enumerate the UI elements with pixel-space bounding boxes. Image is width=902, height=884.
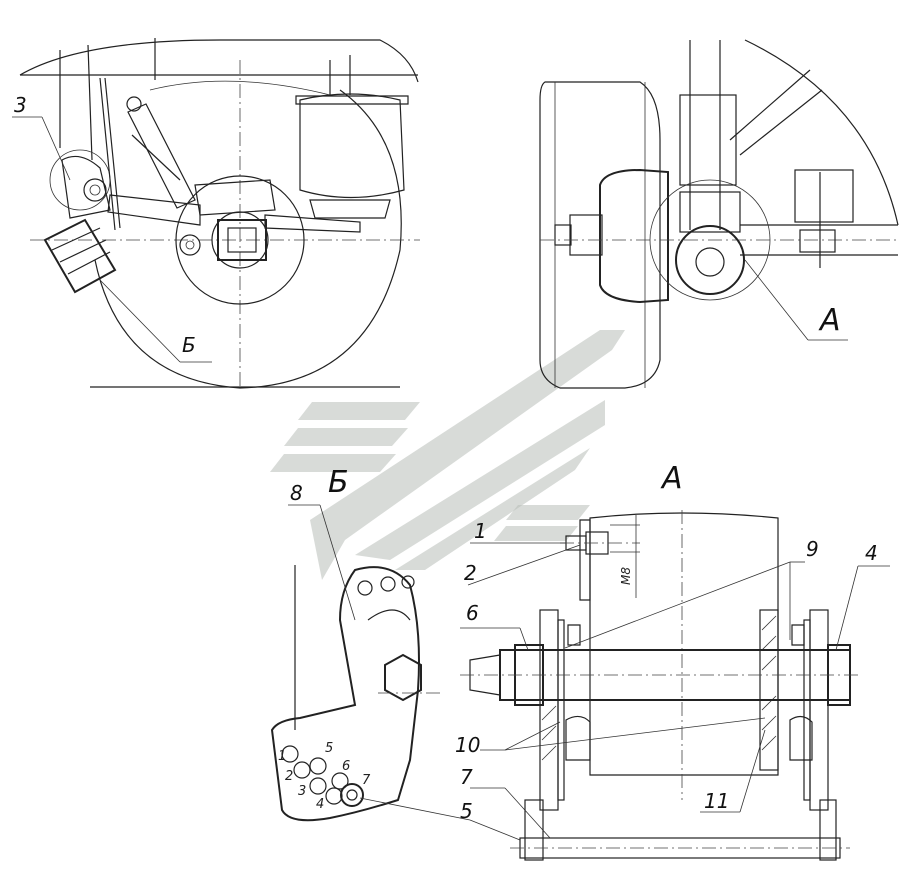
thread-dimension: M8 — [619, 567, 633, 585]
callout-9: 9 — [806, 537, 819, 561]
tightening-order-7: 7 — [362, 773, 371, 788]
watermark-logo — [270, 330, 625, 580]
callout-10: 10 — [455, 733, 480, 757]
rear-view-suspension — [539, 39, 899, 389]
callout-4: 4 — [865, 541, 878, 565]
tightening-order-1: 1 — [278, 749, 286, 764]
view-b-title: Б — [328, 465, 349, 500]
tightening-order-2: 2 — [285, 769, 293, 784]
section-hatching — [541, 615, 777, 761]
callout-1: 1 — [474, 519, 487, 543]
callout-2: 2 — [464, 561, 477, 585]
detail-b-bracket — [270, 504, 521, 841]
callout-8: 8 — [290, 481, 303, 505]
tightening-order-6: 6 — [342, 759, 350, 774]
callout-6: 6 — [466, 601, 479, 625]
callout-7: 7 — [460, 765, 473, 789]
tightening-order-3: 3 — [298, 784, 306, 799]
callout-3: 3 — [14, 93, 27, 117]
view-a-section — [460, 510, 890, 861]
callout-5: 5 — [460, 799, 473, 823]
side-view-suspension — [12, 38, 420, 390]
callout-b-marker: Б — [182, 333, 196, 357]
view-a-title: А — [660, 461, 683, 496]
tightening-order-5: 5 — [325, 741, 333, 756]
callout-11: 11 — [704, 789, 729, 813]
callout-a-marker: А — [818, 303, 841, 338]
tightening-order-4: 4 — [316, 797, 324, 812]
